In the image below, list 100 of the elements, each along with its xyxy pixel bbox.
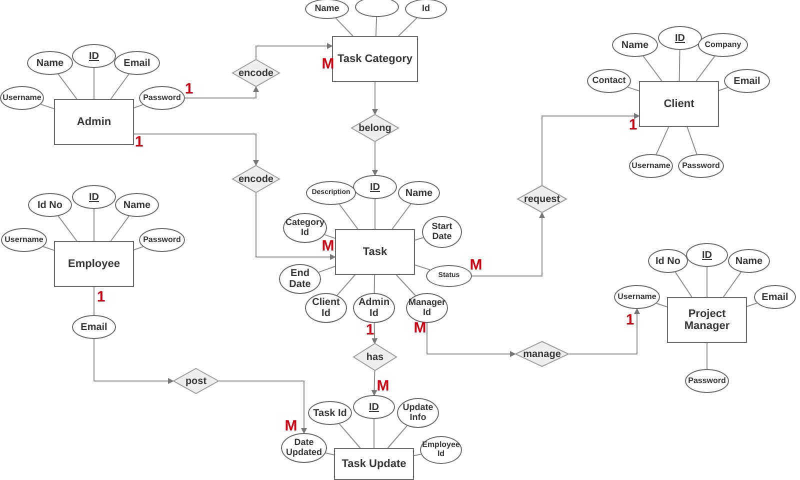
relationship-arrow: [184, 86, 259, 98]
attribute-ellipse: [426, 265, 472, 287]
attribute-line: [414, 454, 422, 456]
attribute-name: Password: [688, 376, 726, 386]
relationship-arrow: [218, 380, 307, 434]
attribute-ellipse: [72, 185, 116, 209]
attribute-ellipse: [398, 181, 440, 205]
attribute-name: Password: [143, 94, 181, 102]
attribute-ellipse: [397, 398, 439, 428]
cardinality-label: 1: [366, 322, 374, 338]
attribute-line: [387, 425, 408, 448]
attribute-name: Category Id: [286, 218, 325, 238]
attribute-line: [414, 264, 430, 270]
attribute-ellipse: [305, 0, 349, 19]
attribute-line: [718, 87, 728, 91]
attribute-ellipse: [281, 433, 327, 463]
attribute-name: Company: [704, 40, 742, 50]
attribute-name: ID: [675, 32, 685, 44]
attribute-line: [414, 237, 424, 241]
relationship-arrow: [372, 82, 378, 115]
attribute-line: [656, 302, 668, 308]
cardinality-label: 1: [96, 290, 106, 304]
attribute-name: Date Updated: [285, 438, 323, 458]
relationship-diamond: [351, 114, 399, 142]
attribute-ellipse: [686, 243, 728, 267]
cardinality-label: M: [376, 378, 390, 394]
relationship-arrow: [371, 370, 378, 396]
attribute-name: Name: [405, 188, 433, 198]
attribute-name: Email: [80, 322, 108, 332]
attribute-ellipse: [114, 51, 160, 75]
attribute-name: Username: [2, 94, 42, 102]
attribute-ellipse: [306, 181, 356, 205]
attribute-ellipse: [305, 293, 347, 323]
attribute-ellipse: [612, 33, 658, 57]
attribute-name: Password: [682, 162, 720, 170]
attribute-ellipse: [587, 69, 631, 93]
relationship-name: encode: [238, 68, 274, 78]
attribute-ellipse: [27, 51, 73, 75]
attribute-line: [392, 204, 412, 230]
attribute-line: [58, 74, 78, 100]
attribute-line: [42, 246, 54, 251]
attribute-name: Email: [762, 292, 788, 302]
cardinality-label: M: [284, 418, 298, 434]
relationship-arrow: [94, 338, 174, 384]
attribute-line: [374, 274, 376, 294]
relationship-diamond: [517, 185, 567, 213]
attribute-name: Password: [143, 236, 181, 244]
attribute-name: ID: [370, 182, 380, 192]
relationship-arrow: [134, 134, 259, 166]
attribute-name: Username: [618, 292, 656, 302]
attribute-name: Email: [734, 76, 760, 86]
attribute-name: Name: [621, 40, 649, 50]
cardinality-label: M: [470, 258, 482, 272]
attribute-name: Id: [422, 4, 430, 14]
entity-box: [639, 81, 719, 127]
attribute-line: [722, 272, 742, 298]
attribute-ellipse: [353, 175, 397, 199]
attribute-line: [398, 18, 418, 36]
attribute-ellipse: [698, 33, 748, 57]
attribute-name: Manager Id: [408, 298, 446, 318]
attribute-line: [336, 274, 356, 296]
entity-name: Client: [664, 98, 694, 110]
attribute-name: ID: [702, 250, 712, 260]
attribute-ellipse: [678, 154, 724, 178]
attribute-ellipse: [279, 264, 321, 294]
attribute-name: Username: [4, 236, 44, 244]
entity-box: [335, 229, 415, 275]
entity-name: Project Manager: [683, 308, 731, 332]
relationship-arrow: [426, 322, 516, 357]
relationship-arrow: [372, 322, 378, 344]
attribute-name: Employee Id: [422, 441, 460, 459]
attribute-line: [396, 274, 416, 296]
attribute-ellipse: [1, 228, 47, 252]
attribute-line: [338, 423, 361, 448]
attribute-ellipse: [728, 249, 770, 273]
attribute-line: [696, 56, 716, 82]
attribute-name: Id No: [656, 256, 680, 266]
attribute-ellipse: [139, 86, 185, 110]
entity-box: [54, 241, 134, 287]
attribute-ellipse: [754, 285, 796, 309]
attribute-line: [134, 104, 144, 108]
cardinality-label: M: [414, 320, 426, 336]
attribute-ellipse: [406, 293, 448, 323]
attribute-line: [706, 342, 708, 370]
relationship-diamond: [353, 343, 397, 371]
attribute-line: [110, 74, 130, 100]
attribute-ellipse: [648, 249, 688, 273]
attribute-ellipse: [353, 395, 395, 419]
attribute-name: Start Date: [430, 222, 454, 242]
entity-box: [54, 99, 134, 145]
attribute-line: [318, 266, 336, 273]
relationship-arrow: [542, 113, 640, 186]
cardinality-label: 1: [134, 134, 144, 150]
attribute-name: Task Id: [313, 408, 347, 418]
attribute-ellipse: [308, 401, 352, 425]
entity-name: Task Category: [338, 52, 412, 66]
attribute-ellipse: [420, 436, 462, 464]
attribute-line: [642, 56, 662, 82]
attribute-ellipse: [614, 285, 660, 309]
relationship-diamond: [232, 59, 280, 87]
